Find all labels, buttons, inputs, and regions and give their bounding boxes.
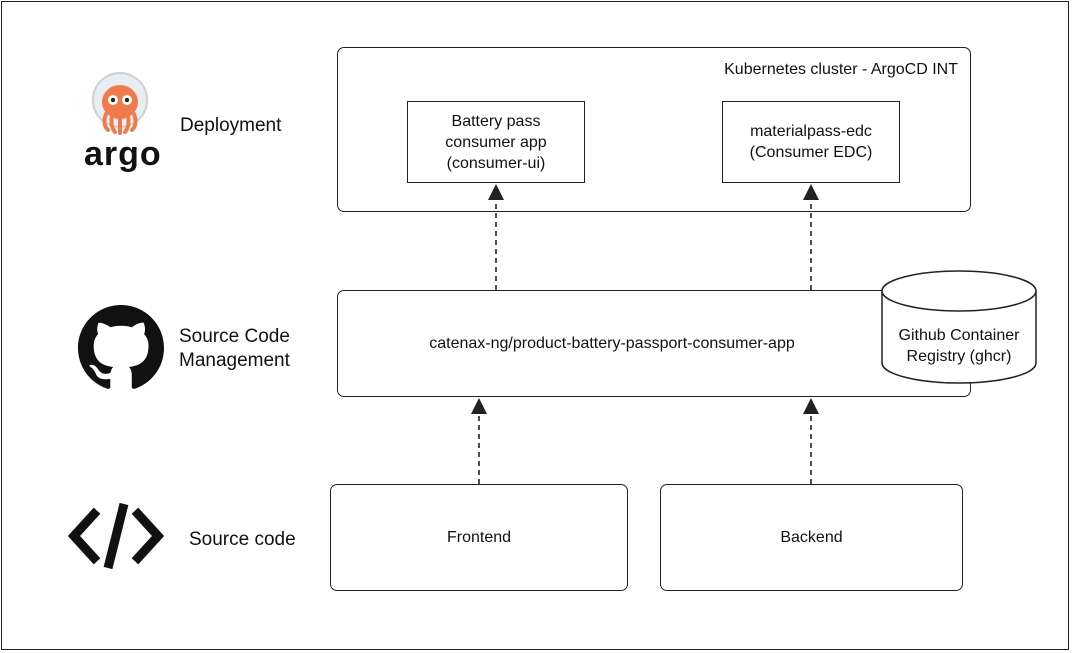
backend-label: Backend: [780, 529, 843, 546]
frontend-label: Frontend: [446, 529, 512, 546]
repository-box: catenax-ng/product-battery-passport-cons…: [337, 290, 971, 397]
consumer-ui-label: Battery pass consumer app (consumer-ui): [445, 112, 547, 172]
container-registry-label: Github Container Registry (ghcr): [898, 327, 1020, 365]
github-icon: [78, 305, 164, 391]
row-label-source-code: Source code: [189, 529, 296, 550]
consumer-edc-label: materialpass-edc (Consumer EDC): [749, 123, 873, 161]
consumer-ui-box: Battery pass consumer app (consumer-ui): [407, 101, 585, 183]
row-label-scm: Source Code Management: [179, 326, 290, 371]
row-label-deployment: Deployment: [180, 115, 282, 136]
code-icon: [67, 500, 165, 572]
cluster-title: Kubernetes cluster - ArgoCD INT: [724, 61, 958, 78]
argo-logo-icon: argo: [80, 70, 162, 174]
repository-label: catenax-ng/product-battery-passport-cons…: [429, 335, 795, 352]
backend-box: Backend: [660, 484, 963, 591]
argo-logo-text: argo: [84, 135, 162, 173]
container-registry-cylinder: Github Container Registry (ghcr): [880, 269, 1038, 385]
frontend-box: Frontend: [330, 484, 628, 591]
consumer-edc-box: materialpass-edc (Consumer EDC): [722, 101, 900, 183]
